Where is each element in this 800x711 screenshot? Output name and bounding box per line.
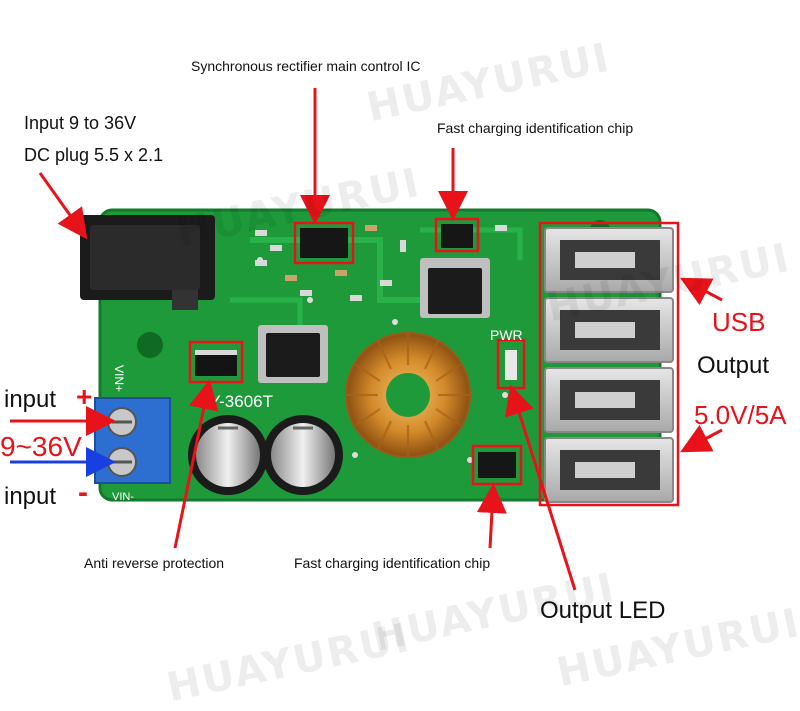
- callout-arrows: [10, 88, 723, 591]
- usb-ports: [538, 221, 680, 507]
- screw-terminal: [94, 397, 171, 484]
- output-spec-label: 5.0V/5A: [694, 400, 787, 430]
- smd-components: [255, 225, 516, 410]
- input-plus-sign: +: [76, 381, 93, 412]
- mosfet-right: [420, 258, 490, 318]
- sync-rectifier-ic: [293, 221, 355, 265]
- input-minus-sign: -: [78, 476, 88, 509]
- input-minus-text: input: [4, 483, 57, 510]
- dc-jack: [80, 215, 215, 310]
- dc-plug-label: DC plug 5.5 x 2.1: [24, 145, 164, 165]
- electrolytic-capacitors: [188, 415, 343, 495]
- vin-minus-label: VIN-: [112, 491, 134, 503]
- fast-chip-bottom-label: Fast charging identification chip: [294, 555, 491, 571]
- board-model-label: XY-3606T: [198, 392, 273, 411]
- output-led-label: Output LED: [540, 597, 666, 624]
- output-label: Output: [697, 352, 770, 379]
- mosfet-left: [258, 325, 328, 383]
- input-range-label: Input 9 to 36V: [24, 113, 137, 133]
- anti-reverse-label: Anti reverse protection: [84, 555, 225, 571]
- voltage-range-label: 9~36V: [0, 431, 82, 462]
- vin-plus-label: VIN+: [112, 365, 126, 392]
- input-plus-text: input: [4, 386, 57, 413]
- usb-label: USB: [712, 307, 766, 337]
- pwr-label: PWR: [490, 327, 523, 343]
- sync-ic-label: Synchronous rectifier main control IC: [191, 58, 421, 74]
- anti-reverse-diode: [188, 340, 244, 384]
- toroid-inductor: [345, 332, 471, 458]
- fast-chip-top-label: Fast charging identification chip: [437, 120, 634, 136]
